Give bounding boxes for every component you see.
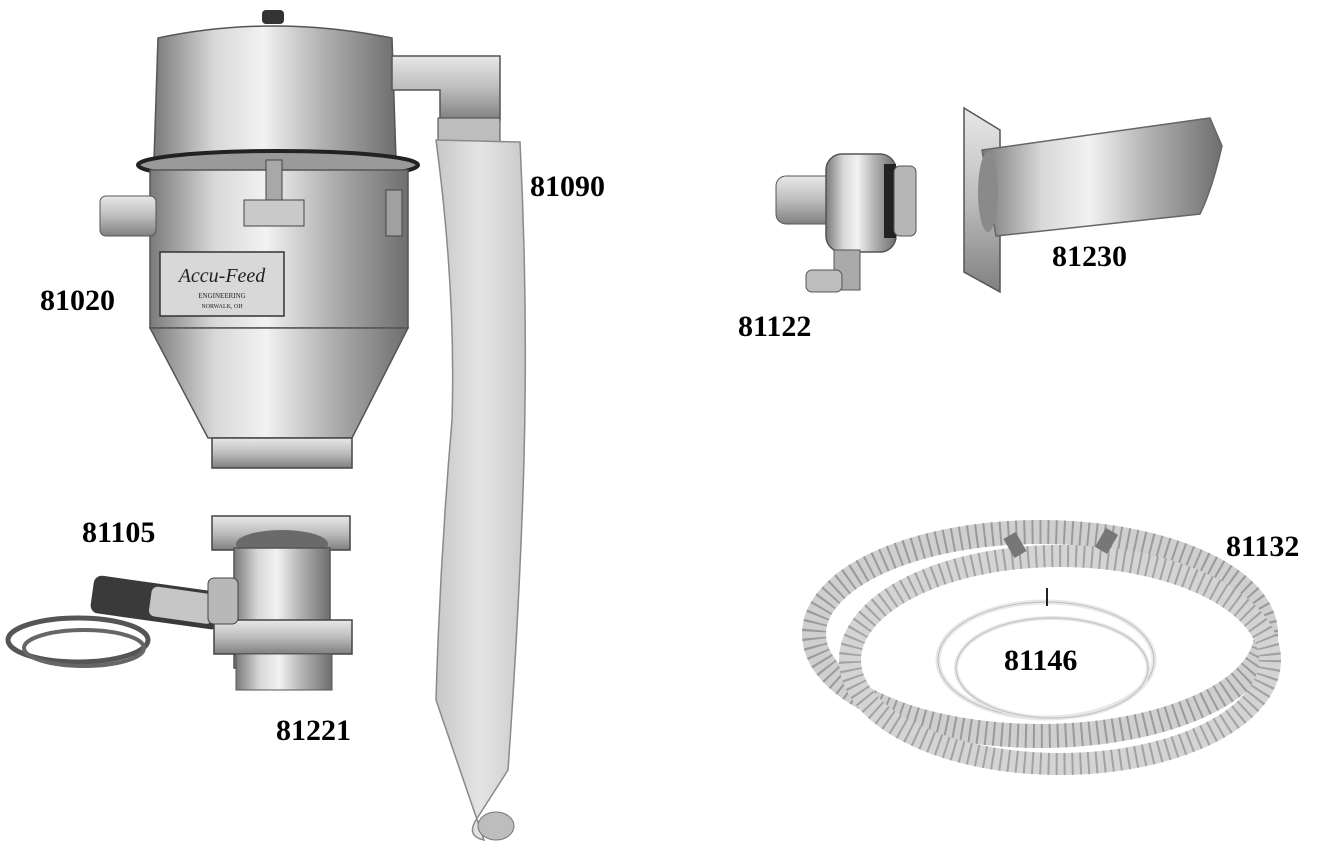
label-air-tube: 81146 bbox=[1004, 644, 1078, 677]
level-sensor bbox=[5, 575, 223, 668]
label-sensor: 81105 bbox=[82, 516, 156, 549]
label-pickup-wand: 81230 bbox=[1052, 240, 1127, 273]
accu-feed-logo: Accu-Feed ENGINEERING NORWALK, OH bbox=[159, 251, 285, 317]
logo-brand: Accu-Feed bbox=[177, 265, 267, 287]
label-vacuum-hose: 81132 bbox=[1226, 530, 1300, 563]
air-tube bbox=[935, 588, 1157, 721]
logo-line2: NORWALK, OH bbox=[201, 304, 243, 310]
outlet-adapter bbox=[207, 515, 353, 691]
filter-sock bbox=[435, 139, 527, 842]
logo-line1: ENGINEERING bbox=[198, 292, 245, 300]
vacuum-hose bbox=[802, 520, 1281, 775]
label-air-valve: 81122 bbox=[738, 310, 812, 343]
label-filter-sock: 81090 bbox=[530, 170, 605, 203]
pickup-wand bbox=[963, 106, 1223, 294]
air-amplifier-valve bbox=[775, 153, 917, 293]
receiver-hopper: Accu-Feed ENGINEERING NORWALK, OH bbox=[99, 10, 501, 469]
label-adapter: 81221 bbox=[276, 714, 351, 747]
label-receiver: 81020 bbox=[40, 284, 115, 317]
